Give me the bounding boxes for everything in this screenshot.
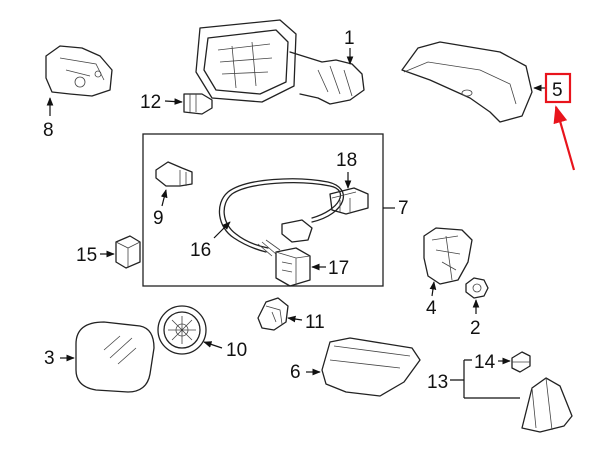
callout-4: 4 [426, 298, 437, 319]
callout-16: 16 [190, 240, 211, 261]
callout-2: 2 [470, 318, 481, 339]
callout-3: 3 [44, 348, 55, 369]
callout-6: 6 [290, 362, 301, 383]
part-15-connector [115, 235, 141, 269]
part-14-screw [511, 351, 531, 373]
callout-14: 14 [474, 352, 496, 373]
highlight-box-5 [544, 72, 572, 104]
kit-group-box [142, 133, 384, 287]
leader-12 [164, 98, 183, 105]
highlight-arrow [553, 105, 576, 171]
part-1-mirror-housing [195, 19, 365, 105]
part-17-motor [275, 247, 311, 287]
part-16-wire-harness [218, 178, 345, 257]
part-9-bulb [155, 161, 193, 187]
callout-9: 9 [153, 208, 164, 229]
part-5-mirror-cover [401, 41, 533, 123]
callout-12: 12 [140, 92, 161, 113]
part-11-bracket [257, 297, 289, 331]
part-4-signal-lamp [423, 227, 473, 285]
callout-8: 8 [43, 120, 54, 141]
part-12-bulb [183, 93, 213, 115]
part-6-lower-cover [321, 337, 421, 397]
leader-16 [213, 221, 231, 239]
callout-17: 17 [328, 258, 349, 279]
callout-15: 15 [76, 245, 97, 266]
part-18-connector [329, 187, 369, 215]
callout-labels: 1 2 3 4 5 6 7 8 9 10 11 12 13 14 15 16 1… [43, 28, 563, 393]
part-3-mirror-glass [75, 321, 155, 393]
leader-13-bracket [450, 359, 520, 399]
part-13-cap [521, 377, 573, 433]
callout-5: 5 [552, 80, 563, 101]
callout-10: 10 [226, 340, 247, 361]
part-10-actuator [157, 305, 207, 355]
callout-13: 13 [427, 372, 448, 393]
part-8-bracket [45, 45, 113, 97]
callout-7: 7 [398, 198, 409, 219]
part-2-nut [465, 277, 489, 299]
callout-11: 11 [305, 312, 325, 333]
leader-10 [203, 341, 223, 349]
callout-1: 1 [344, 28, 355, 49]
leader-9 [160, 189, 168, 207]
leader-11 [287, 315, 303, 323]
callout-18: 18 [336, 150, 357, 171]
leader-4 [429, 281, 437, 297]
